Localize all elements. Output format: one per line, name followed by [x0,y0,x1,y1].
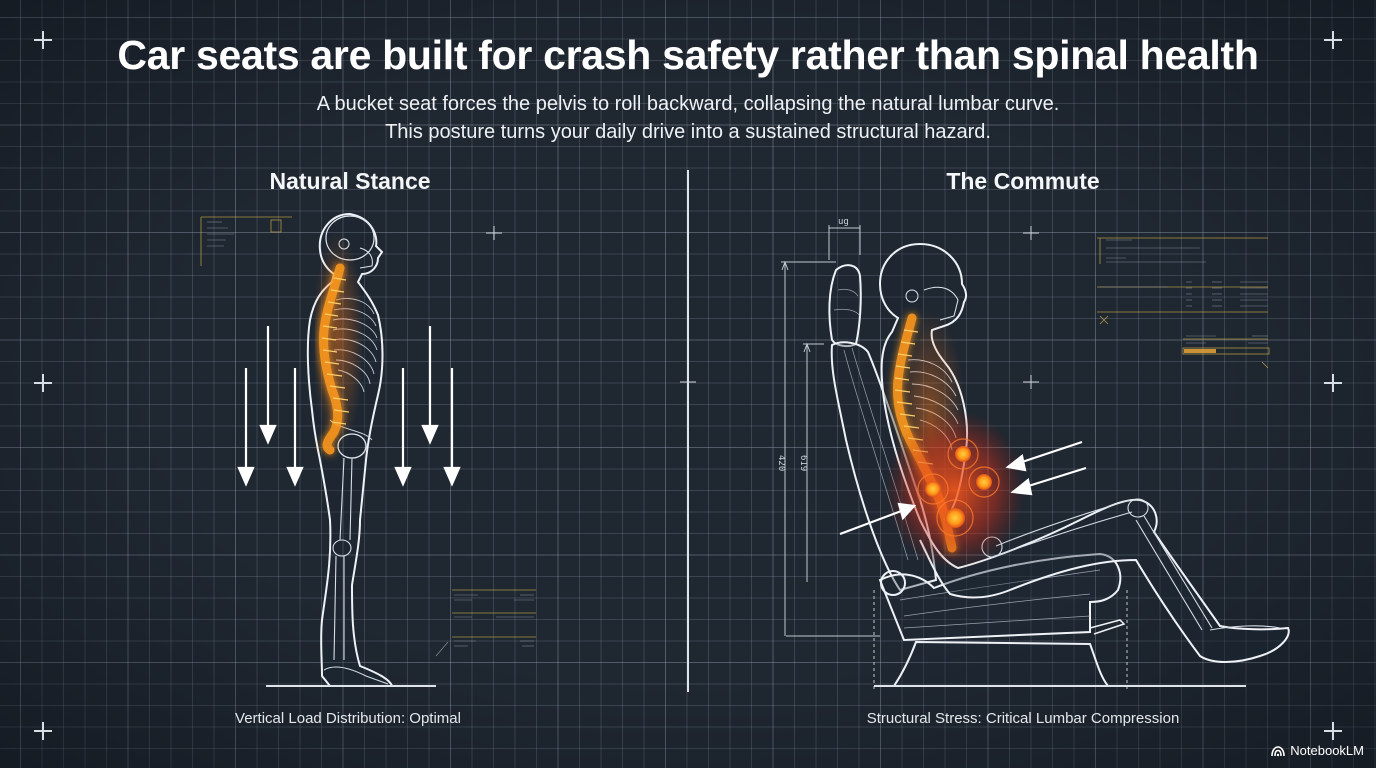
caption-natural-stance: Vertical Load Distribution: Optimal [235,710,461,727]
dimension-label-inner: 619 [798,455,808,471]
page-subtitle: A bucket seat forces the pelvis to roll … [0,90,1376,146]
logo-label: NotebookLM [1290,743,1364,758]
stress-point-icon [947,438,979,470]
downward-load-arrows [237,326,461,487]
lumbar-stress-points [885,410,1025,570]
dimension-label-top: ug [838,217,849,227]
annotation-callout-right [1097,237,1270,369]
subtitle-line-1: A bucket seat forces the pelvis to roll … [316,93,1060,115]
subtitle-line-2: This posture turns your daily drive into… [385,121,991,143]
stress-point-icon [968,466,1000,498]
notebooklm-logo: NotebookLM [1271,743,1364,758]
crosshair-icon [34,31,52,49]
page-title: Car seats are built for crash safety rat… [117,32,1259,78]
crosshair-icon [34,374,52,392]
dimension-lines [781,225,1128,690]
notebooklm-icon [1271,745,1286,756]
panel-crosshair-icons [486,226,1039,389]
caption-the-commute: Structural Stress: Critical Lumbar Compr… [866,710,1180,727]
stress-point-icon [936,499,974,537]
crosshair-icon [1324,374,1342,392]
panel-divider [687,170,689,692]
crosshair-icon [1324,31,1342,49]
crosshair-icon [1324,722,1342,740]
crosshair-icon [34,722,52,740]
standing-skeleton-figure [266,212,436,687]
inward-pressure-arrows [839,440,1087,536]
panel-title-the-commute: The Commute [946,168,1100,194]
stress-point-icon [917,473,949,505]
annotation-callout-top-left [200,216,292,266]
panel-title-natural-stance: Natural Stance [269,168,431,194]
dimension-label-outer: 420 [776,455,786,471]
annotation-callout-bottom-left [435,589,536,657]
